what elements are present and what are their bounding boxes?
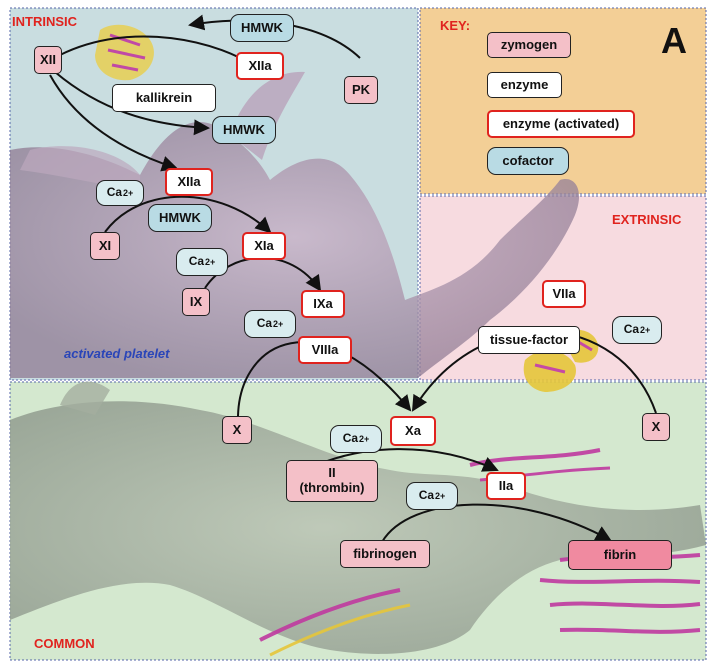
node-hmwk-mid: HMWK	[212, 116, 276, 144]
ca-label: Ca	[106, 185, 123, 200]
node-x-left: X	[222, 416, 252, 444]
panel-letter: A	[661, 20, 687, 61]
ca-charge: 2+	[435, 490, 446, 501]
node-ii-thrombin: II (thrombin)	[286, 460, 378, 502]
node-xiia-top: XIIa	[236, 52, 284, 80]
node-fibrin: fibrin	[568, 540, 672, 570]
node-xa: Xa	[390, 416, 436, 446]
common-cell-shape	[10, 401, 706, 654]
common-label: COMMON	[34, 636, 95, 651]
platelet-pseudopod	[20, 146, 140, 190]
node-pk: PK	[344, 76, 378, 104]
ca-label: Ca	[256, 316, 273, 331]
ca-label: Ca	[623, 322, 640, 337]
node-xia: XIa	[242, 232, 286, 260]
node-xiia: XIIa	[165, 168, 213, 196]
node-ix: IX	[182, 288, 210, 316]
node-tissue-factor: tissue-factor	[478, 326, 580, 354]
node-fibrinogen: fibrinogen	[340, 540, 430, 568]
extrinsic-label: EXTRINSIC	[612, 212, 682, 227]
common-cell-pseudopod	[60, 381, 110, 415]
node-iia: IIa	[486, 472, 526, 500]
intrinsic-label: INTRINSIC	[12, 14, 77, 29]
arrow-fibrinogen-to-fibrin	[381, 503, 612, 543]
ca-label: Ca	[418, 488, 435, 503]
key-label: KEY:	[440, 18, 471, 33]
key-cofactor: cofactor	[487, 147, 569, 175]
ca-label: Ca	[188, 254, 205, 269]
arrow-x-to-xa	[237, 341, 412, 417]
activated-platelet-label: activated platelet	[64, 346, 170, 361]
ca-charge: 2+	[640, 324, 651, 335]
ca-label: Ca	[342, 431, 359, 446]
ca-charge: 2+	[273, 318, 284, 329]
node-kallikrein: kallikrein	[112, 84, 216, 112]
fibrin-strands-illustration	[259, 448, 701, 657]
key-enzyme-activated: enzyme (activated)	[487, 110, 635, 138]
key-enzyme: enzyme	[487, 72, 562, 98]
ca-charge: 2+	[123, 187, 134, 198]
node-hmwk-low: HMWK	[148, 204, 212, 232]
ca-charge: 2+	[359, 433, 370, 444]
node-xi: XI	[90, 232, 120, 260]
activated-platelet-shape	[10, 122, 580, 378]
node-viiia: VIIIa	[298, 336, 352, 364]
arrow-xi-to-xia	[104, 195, 272, 234]
arrow-xii-to-xiia	[49, 74, 178, 172]
node-ixa: IXa	[301, 290, 345, 318]
node-viia: VIIa	[542, 280, 586, 308]
node-xii: XII	[34, 46, 62, 74]
key-zymogen: zymogen	[487, 32, 571, 58]
ca-charge: 2+	[205, 256, 216, 267]
node-x-right: X	[642, 413, 670, 441]
arrow-xii-to-hmwk	[54, 71, 210, 136]
node-hmwk-top: HMWK	[230, 14, 294, 42]
